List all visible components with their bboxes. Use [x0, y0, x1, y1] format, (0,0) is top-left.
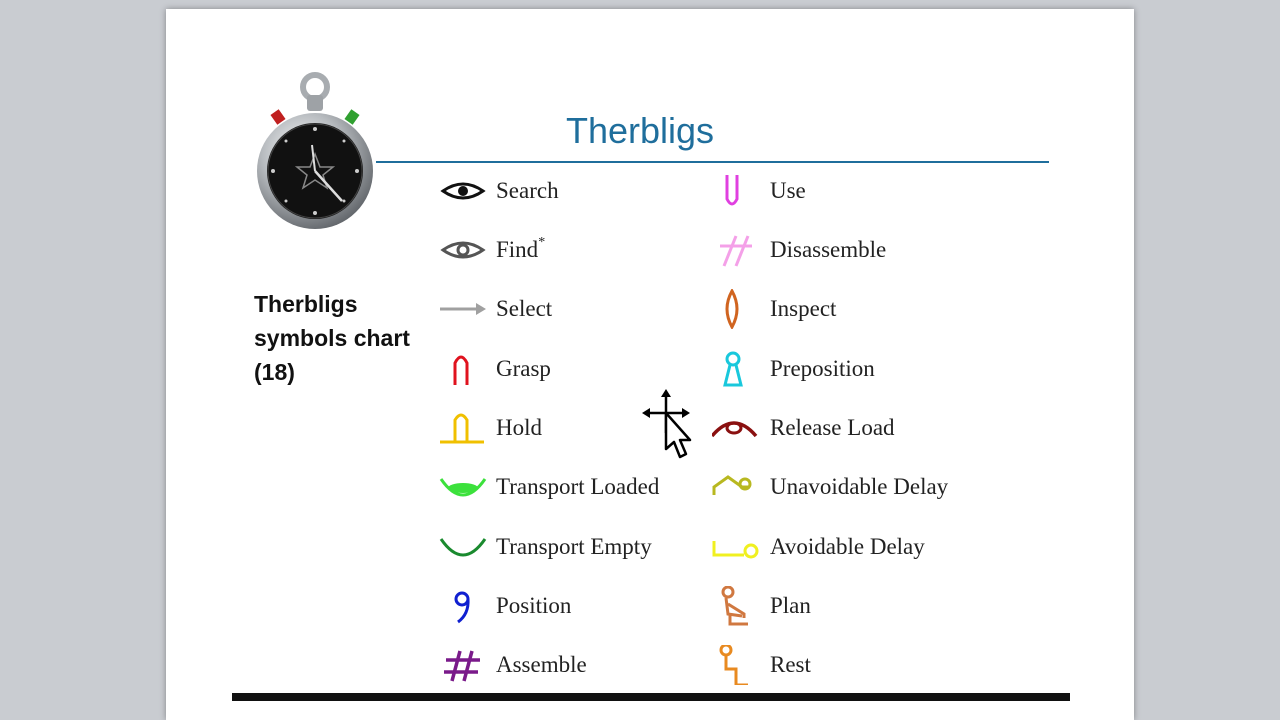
u-icon	[725, 175, 739, 206]
therblig-label: Position	[496, 593, 572, 618]
therblig-label: Search	[496, 178, 559, 203]
therblig-label: Unavoidable Delay	[770, 474, 949, 499]
eye-dot-icon	[440, 241, 486, 259]
therblig-label: Release Load	[770, 415, 895, 440]
therblig-label: Hold	[496, 415, 542, 440]
caption-line: Therbligs	[254, 291, 358, 317]
hash-icon	[444, 650, 480, 682]
therblig-label: Find*	[496, 235, 546, 263]
label-text: Find	[496, 237, 539, 262]
caption-line: (18)	[254, 359, 295, 385]
arch-icon	[453, 355, 469, 385]
therblig-label: Transport Empty	[496, 534, 652, 559]
therblig-label: Grasp	[496, 356, 551, 381]
empty-cup-icon	[439, 538, 487, 557]
therblig-label: Inspect	[770, 296, 837, 321]
magnet-icon	[440, 413, 484, 444]
therblig-label: Plan	[770, 593, 811, 618]
mouse-cursor-icon	[642, 389, 692, 459]
therblig-label: Select	[496, 296, 553, 321]
stopwatch-icon	[257, 72, 373, 229]
thinker-icon	[721, 586, 748, 626]
therblig-label: Disassemble	[770, 237, 887, 262]
slide: Therbligs Therbligs symbols chart (18) S…	[166, 9, 1134, 720]
nine-icon	[454, 591, 470, 624]
arrow-icon	[440, 303, 486, 315]
therblig-label: Avoidable Delay	[770, 534, 925, 559]
fallen-man-icon	[712, 475, 752, 495]
lying-man-icon	[712, 541, 759, 559]
seated-man-icon	[719, 645, 748, 685]
bottom-rule	[232, 693, 1070, 701]
keyhole-icon	[723, 351, 743, 387]
lens-icon	[725, 289, 739, 329]
slide-title: Therbligs	[566, 110, 715, 151]
slanted-hash-icon	[720, 235, 752, 267]
loaded-cup-icon	[439, 478, 487, 497]
therblig-label: Rest	[770, 652, 811, 677]
therblig-label: Preposition	[770, 356, 875, 381]
side-caption: Therbligs symbols chart (18)	[254, 287, 424, 389]
release-icon	[712, 421, 758, 438]
title-divider	[376, 161, 1049, 163]
therblig-label: Transport Loaded	[496, 474, 660, 499]
caption-line: symbols chart	[254, 325, 410, 351]
therblig-label: Assemble	[496, 652, 587, 677]
label-footnote-mark: *	[538, 235, 546, 251]
eye-icon	[440, 182, 486, 200]
therblig-label: Use	[770, 178, 806, 203]
